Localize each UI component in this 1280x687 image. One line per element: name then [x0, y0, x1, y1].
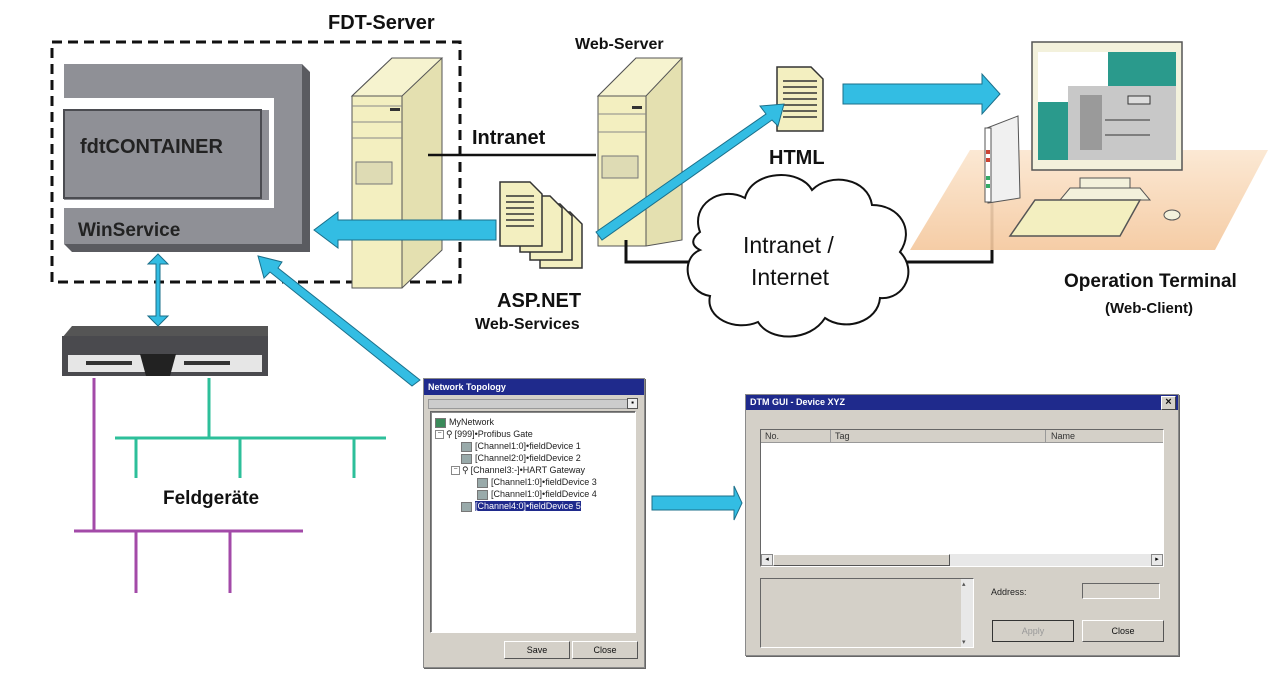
- monitor-icon: [1031, 41, 1183, 201]
- dtm-info-textarea[interactable]: ▴ ▾: [760, 578, 974, 648]
- device-icon: [477, 477, 488, 488]
- terminal-label: Operation Terminal: [1064, 271, 1237, 292]
- textarea-vertical-scrollbar[interactable]: ▴ ▾: [961, 579, 973, 647]
- column-header-no[interactable]: No.: [761, 430, 831, 442]
- device-icon: [461, 501, 472, 512]
- dtm-close-icon[interactable]: ×: [1161, 396, 1176, 410]
- address-field[interactable]: [1082, 583, 1160, 599]
- dtm-table-header: No. Tag Name: [761, 430, 1163, 443]
- field-devices-label: Feldgeräte: [163, 488, 260, 509]
- arrow-container-gateway: [146, 253, 170, 327]
- topology-save-button[interactable]: Save: [504, 641, 570, 659]
- arrow-html-to-terminal: [842, 72, 1001, 116]
- cloud-label-line2: Internet: [751, 264, 829, 290]
- web-server-label: Web-Server: [575, 36, 664, 53]
- collapse-toggle[interactable]: −: [435, 430, 444, 440]
- webserver-cloud-link: [624, 240, 690, 264]
- gateway-device: [62, 326, 268, 376]
- html-label: HTML: [769, 147, 825, 169]
- gateway-icon: ⚲: [462, 465, 469, 475]
- topology-toolbar: [428, 399, 636, 409]
- scroll-up-icon[interactable]: ▴: [962, 581, 966, 588]
- device-icon: [477, 489, 488, 500]
- fdt-container-label: fdtCONTAINER: [80, 136, 223, 158]
- web-server-tower: [596, 57, 684, 247]
- topology-close-button[interactable]: Close: [572, 641, 638, 659]
- topology-tree[interactable]: MyNetwork −⚲[999]•Profibus Gate [Channel…: [430, 411, 636, 633]
- webservices-label: Web-Services: [475, 316, 580, 333]
- tree-item-profibus-gate[interactable]: −⚲[999]•Profibus Gate: [435, 428, 533, 440]
- tree-item-hart-gateway[interactable]: −⚲[Channel3:-]•HART Gateway: [451, 464, 585, 476]
- keyboard-icon: [1008, 199, 1142, 237]
- fdt-server-boundary: [50, 40, 462, 284]
- tree-item-fielddevice-4[interactable]: [Channel1:0]•fieldDevice 4: [477, 488, 597, 500]
- scroll-down-icon[interactable]: ▾: [962, 639, 966, 646]
- tree-item-mynetwork[interactable]: MyNetwork: [435, 416, 494, 428]
- fdt-server-label: FDT-Server: [328, 12, 435, 34]
- arrows: [146, 72, 1001, 521]
- network-icon: [435, 417, 446, 428]
- aspnet-label: ASP.NET: [497, 290, 582, 312]
- topology-pin-button[interactable]: ▪: [627, 398, 638, 409]
- fdt-container-block: [63, 64, 310, 252]
- column-header-name[interactable]: Name: [1051, 431, 1076, 441]
- dtm-close-button[interactable]: Close: [1082, 620, 1164, 642]
- scrollbar-thumb[interactable]: [773, 554, 950, 566]
- scroll-left-icon[interactable]: ◂: [761, 554, 773, 566]
- address-label: Address:: [991, 587, 1027, 597]
- field-bus-purple: [74, 378, 303, 593]
- device-icon: [461, 453, 472, 464]
- network-topology-titlebar[interactable]: Network Topology: [424, 379, 644, 395]
- router-device: [984, 115, 1021, 204]
- arrow-topology-to-dtm: [651, 485, 743, 521]
- gateway-icon: ⚲: [446, 429, 453, 439]
- arrow-webserver-to-html: [595, 103, 785, 241]
- dtm-device-table[interactable]: No. Tag Name ◂ ▸: [760, 429, 1164, 567]
- device-icon: [461, 441, 472, 452]
- arrow-topology-to-container: [257, 255, 421, 387]
- tree-item-fielddevice-2[interactable]: [Channel2:0]•fieldDevice 2: [461, 452, 581, 464]
- winservice-label: WinService: [78, 220, 181, 241]
- intranet-label: Intranet: [472, 127, 546, 149]
- dtm-horizontal-scrollbar[interactable]: ◂ ▸: [761, 554, 1163, 566]
- field-bus-green: [115, 378, 386, 478]
- tree-item-fielddevice-1[interactable]: [Channel1:0]•fieldDevice 1: [461, 440, 581, 452]
- terminal-sublabel: (Web-Client): [1105, 300, 1194, 317]
- tree-item-fielddevice-5[interactable]: [Channel4:0]•fieldDevice 5: [461, 500, 581, 512]
- scroll-right-icon[interactable]: ▸: [1151, 554, 1163, 566]
- collapse-toggle[interactable]: −: [451, 466, 460, 476]
- aspnet-documents-icon: [499, 181, 583, 269]
- intranet-internet-cloud: [686, 174, 910, 338]
- tree-item-fielddevice-3[interactable]: [Channel1:0]•fieldDevice 3: [477, 476, 597, 488]
- mouse-icon: [1163, 209, 1181, 221]
- fdt-server-tower: [350, 57, 444, 289]
- dtm-gui-window: DTM GUI - Device XYZ × No. Tag Name ◂ ▸ …: [745, 394, 1179, 656]
- network-topology-window: Network Topology ▪ MyNetwork −⚲[999]•Pro…: [423, 378, 645, 668]
- column-header-tag[interactable]: Tag: [831, 430, 1046, 442]
- html-document-icon: [776, 66, 824, 132]
- dtm-gui-titlebar[interactable]: DTM GUI - Device XYZ: [746, 395, 1178, 410]
- apply-button[interactable]: Apply: [992, 620, 1074, 642]
- cloud-label-line1: Intranet /: [743, 232, 834, 258]
- arrow-aspnet-to-container: [313, 211, 497, 249]
